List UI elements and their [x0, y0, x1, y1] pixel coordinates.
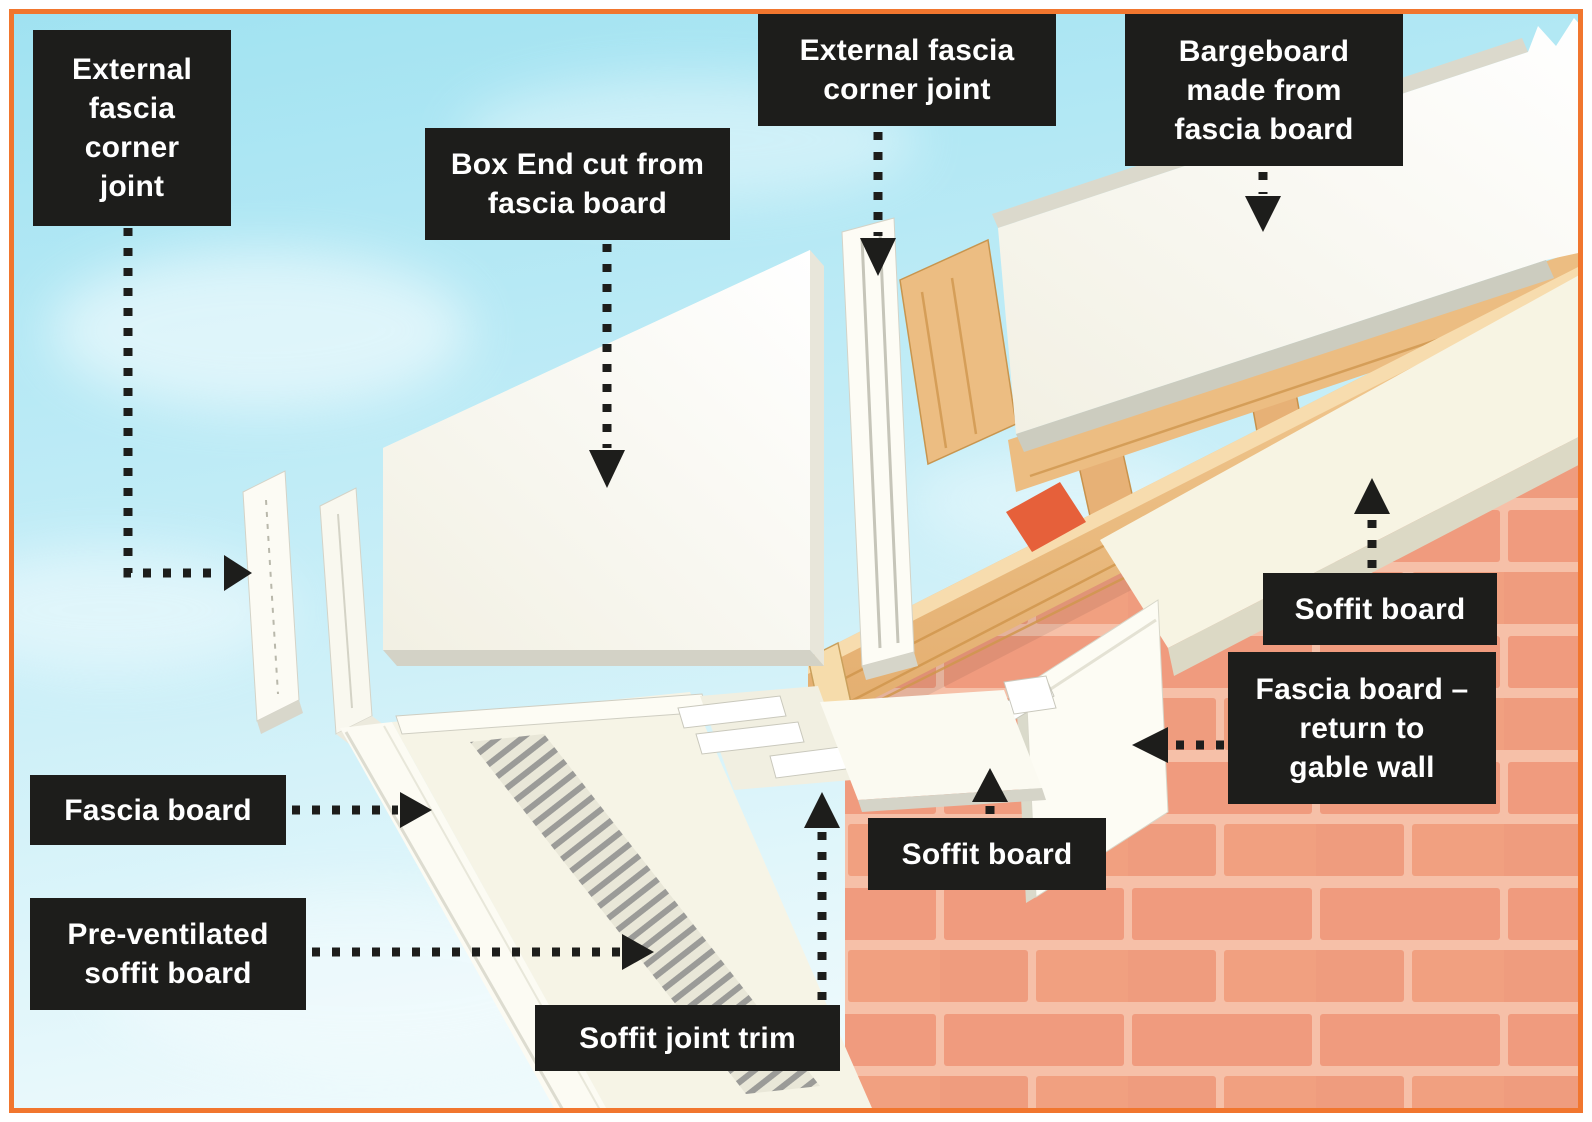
soffit-joint-trim-illustration [677, 695, 855, 779]
bargeboard-face [998, 18, 1592, 434]
arrowhead-down-icon [860, 238, 896, 276]
soffit-board-center-j-trim [1003, 675, 1057, 715]
arrowhead-down-icon [589, 450, 625, 488]
gable-rafter-grain [920, 277, 978, 449]
ventilation-strip [470, 734, 820, 1094]
label-soffit-joint-trim: Soffit joint trim [535, 1005, 840, 1071]
arrowhead-up-icon [972, 768, 1008, 802]
corner-trim-groove [337, 513, 353, 709]
cloud [50, 250, 470, 410]
label-fascia-return: Fascia board – return to gable wall [1228, 652, 1496, 804]
arrowhead-right-icon [622, 934, 654, 970]
label-external-fascia-corner-joint-left: External fascia corner joint [33, 30, 231, 226]
fascia-board-edge-line [344, 731, 566, 1113]
label-external-fascia-corner-joint-top: External fascia corner joint [758, 14, 1056, 126]
beam-top-highlight [808, 260, 1592, 674]
connectors [123, 132, 1390, 1000]
arrowhead-up-icon [1354, 478, 1390, 514]
label-fascia-board: Fascia board [30, 775, 286, 845]
label-soffit-board-center: Soffit board [868, 818, 1106, 890]
cloud [0, 548, 290, 672]
fascia-return-groove [1033, 618, 1157, 702]
joint-trim-piece [677, 695, 787, 729]
eaves-clip [1006, 482, 1086, 552]
label-pre-ventilated-soffit: Pre-ventilated soffit board [30, 898, 306, 1010]
box-end-right-edge [810, 250, 824, 666]
soffit-board-center-face [820, 690, 1042, 800]
arrowhead-up-icon [804, 792, 840, 828]
arrowhead-right-icon [224, 555, 252, 591]
bargeboard-bottom-edge [1016, 260, 1554, 452]
soffit-board-right-face [1100, 268, 1592, 648]
external-fascia-corner-joint-left-illustration [242, 470, 303, 734]
box-end-bottom-edge [383, 650, 824, 666]
corner-joint-left-cap [257, 700, 303, 734]
label-bargeboard: Bargeboard made from fascia board [1125, 14, 1403, 166]
arrowhead-left-icon [1132, 727, 1168, 763]
label-soffit-board-right: Soffit board [1263, 573, 1497, 645]
dotted-line-corner-joint-left [123, 228, 218, 578]
external-fascia-corner-joint-top-illustration [841, 217, 918, 680]
label-box-end: Box End cut from fascia board [425, 128, 730, 240]
corner-joint-top-cap [862, 652, 918, 680]
arrowhead-down-icon [1245, 196, 1281, 232]
corner-joint-left-fold-line [265, 499, 279, 695]
joint-trim-piece [695, 721, 805, 755]
corner-joint-top-grooves [860, 232, 900, 649]
arrowhead-right-icon [400, 792, 432, 828]
